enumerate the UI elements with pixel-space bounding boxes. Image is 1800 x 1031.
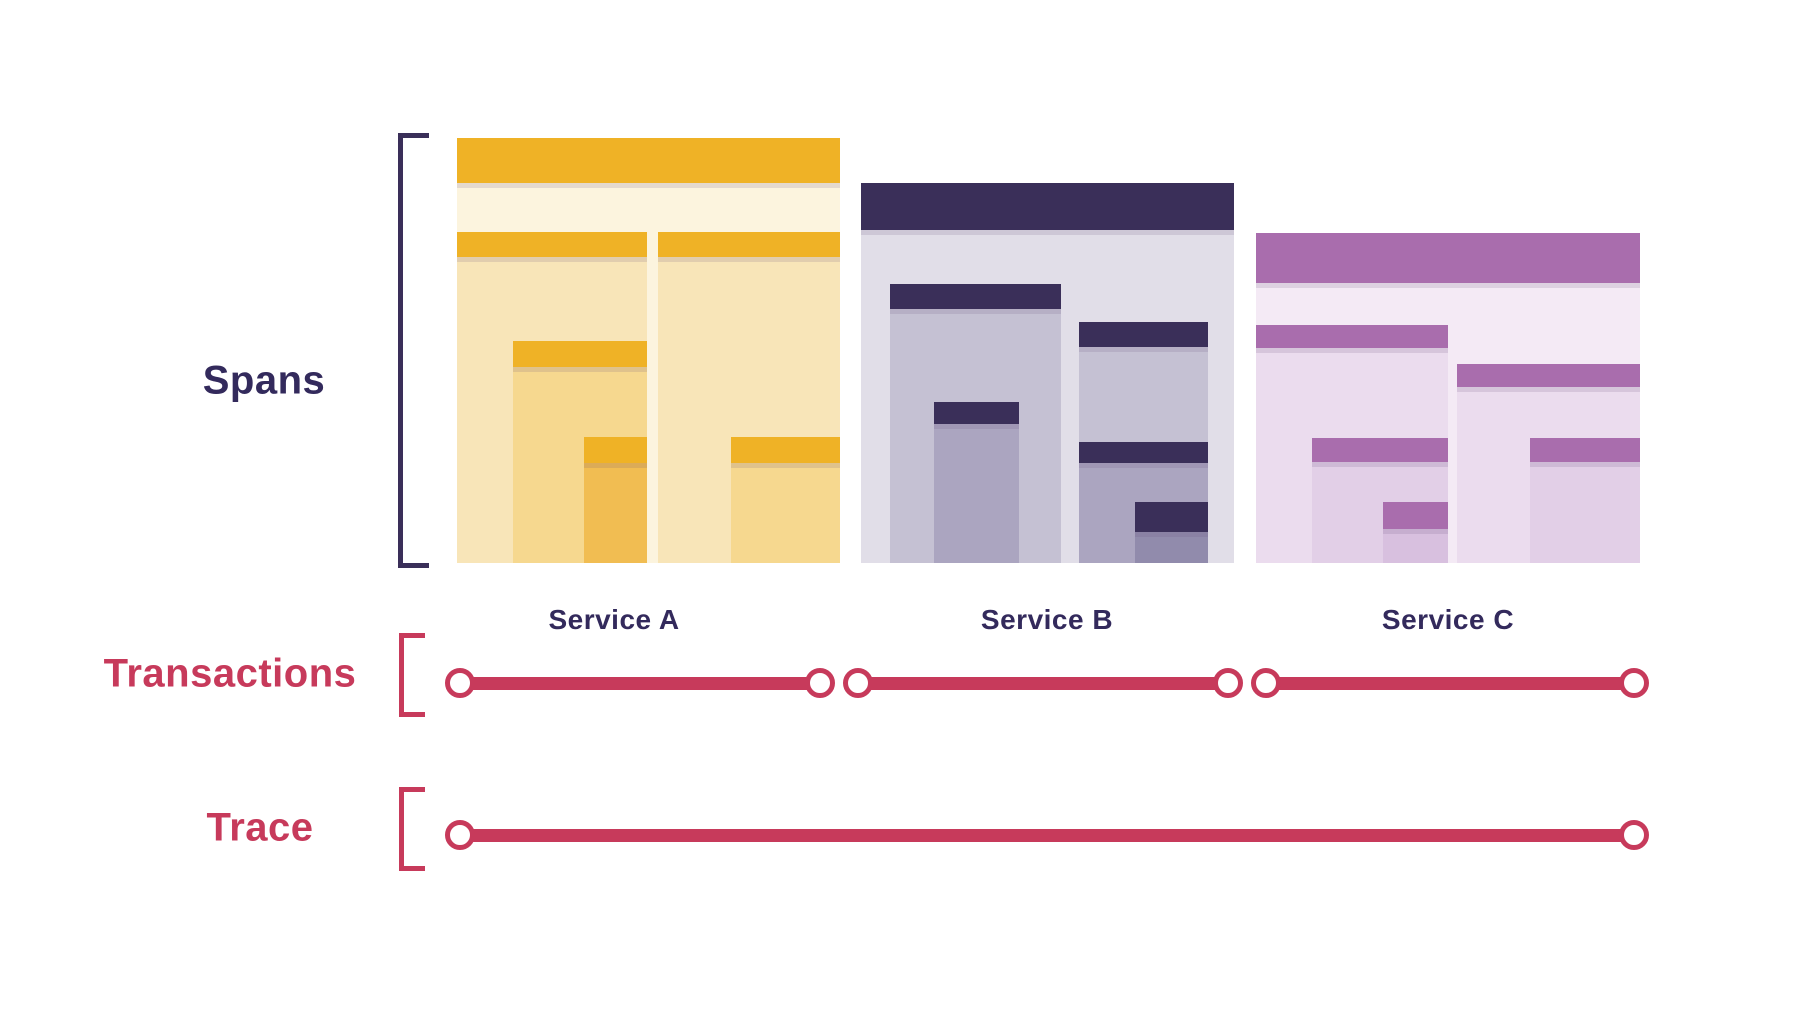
service-b-span-bar-depth2 xyxy=(934,402,1019,424)
trace-end-endpoint xyxy=(1619,820,1649,850)
transaction-2-start-endpoint xyxy=(843,668,873,698)
transaction-1-line xyxy=(470,676,810,690)
transactions-bracket-top-foot xyxy=(399,633,425,638)
transaction-2-line xyxy=(868,676,1218,690)
transaction-1-start-endpoint xyxy=(445,668,475,698)
trace-start-endpoint xyxy=(445,820,475,850)
trace-row-label: Trace xyxy=(206,805,314,850)
service-b-span-bar-depth0 xyxy=(861,183,1234,230)
transactions-bracket-vertical xyxy=(399,633,404,717)
service-b-label: Service B xyxy=(980,604,1114,635)
service-b-span-column-depth3 xyxy=(1135,532,1208,563)
transaction-3-end-endpoint xyxy=(1619,668,1649,698)
service-a-span-column-depth2 xyxy=(731,463,840,563)
service-a-span-column-depth3 xyxy=(584,463,647,563)
service-c-span-bar-depth2 xyxy=(1312,438,1448,462)
service-a-span-bar-depth2 xyxy=(513,341,647,367)
service-c-span-bar-depth0 xyxy=(1256,233,1640,283)
service-a-label: Service A xyxy=(548,604,680,635)
spans-bracket-vertical xyxy=(398,133,403,568)
service-b-span-column-depth2 xyxy=(934,424,1019,563)
trace-line xyxy=(470,828,1624,842)
service-c-span-bar-depth1 xyxy=(1256,325,1448,348)
transactions-row-label: Transactions xyxy=(103,651,357,696)
spans-row-label: Spans xyxy=(202,358,326,403)
service-c-span-bar-depth3 xyxy=(1383,502,1448,529)
trace-bracket-bottom-foot xyxy=(399,866,425,871)
transaction-2-end-endpoint xyxy=(1213,668,1243,698)
service-a-span-bar-depth0 xyxy=(457,138,840,183)
service-a-span-bar-depth3 xyxy=(584,437,647,463)
service-b-span-bar-depth2 xyxy=(1079,442,1208,463)
transaction-3-start-endpoint xyxy=(1251,668,1281,698)
transactions-bracket-bottom-foot xyxy=(399,712,425,717)
spans-bracket-top-foot xyxy=(398,133,429,138)
service-c-span-column-depth3 xyxy=(1383,529,1448,563)
service-c-span-bar-depth1 xyxy=(1457,364,1640,387)
service-a-span-bar-depth1 xyxy=(658,232,840,257)
service-b-span-bar-depth1 xyxy=(1079,322,1208,347)
trace-bracket-top-foot xyxy=(399,787,425,792)
service-c-span-bar-depth2 xyxy=(1530,438,1640,462)
spans-bracket-bottom-foot xyxy=(398,563,429,568)
service-a-span-bar-depth1 xyxy=(457,232,647,257)
service-b-span-bar-depth1 xyxy=(890,284,1061,309)
service-a-span-bar-depth2 xyxy=(731,437,840,463)
transaction-3-line xyxy=(1276,676,1624,690)
transaction-1-end-endpoint xyxy=(805,668,835,698)
trace-bracket-vertical xyxy=(399,787,404,871)
service-c-span-column-depth2 xyxy=(1530,462,1640,563)
service-b-span-bar-depth3 xyxy=(1135,502,1208,532)
service-c-label: Service C xyxy=(1381,604,1515,635)
